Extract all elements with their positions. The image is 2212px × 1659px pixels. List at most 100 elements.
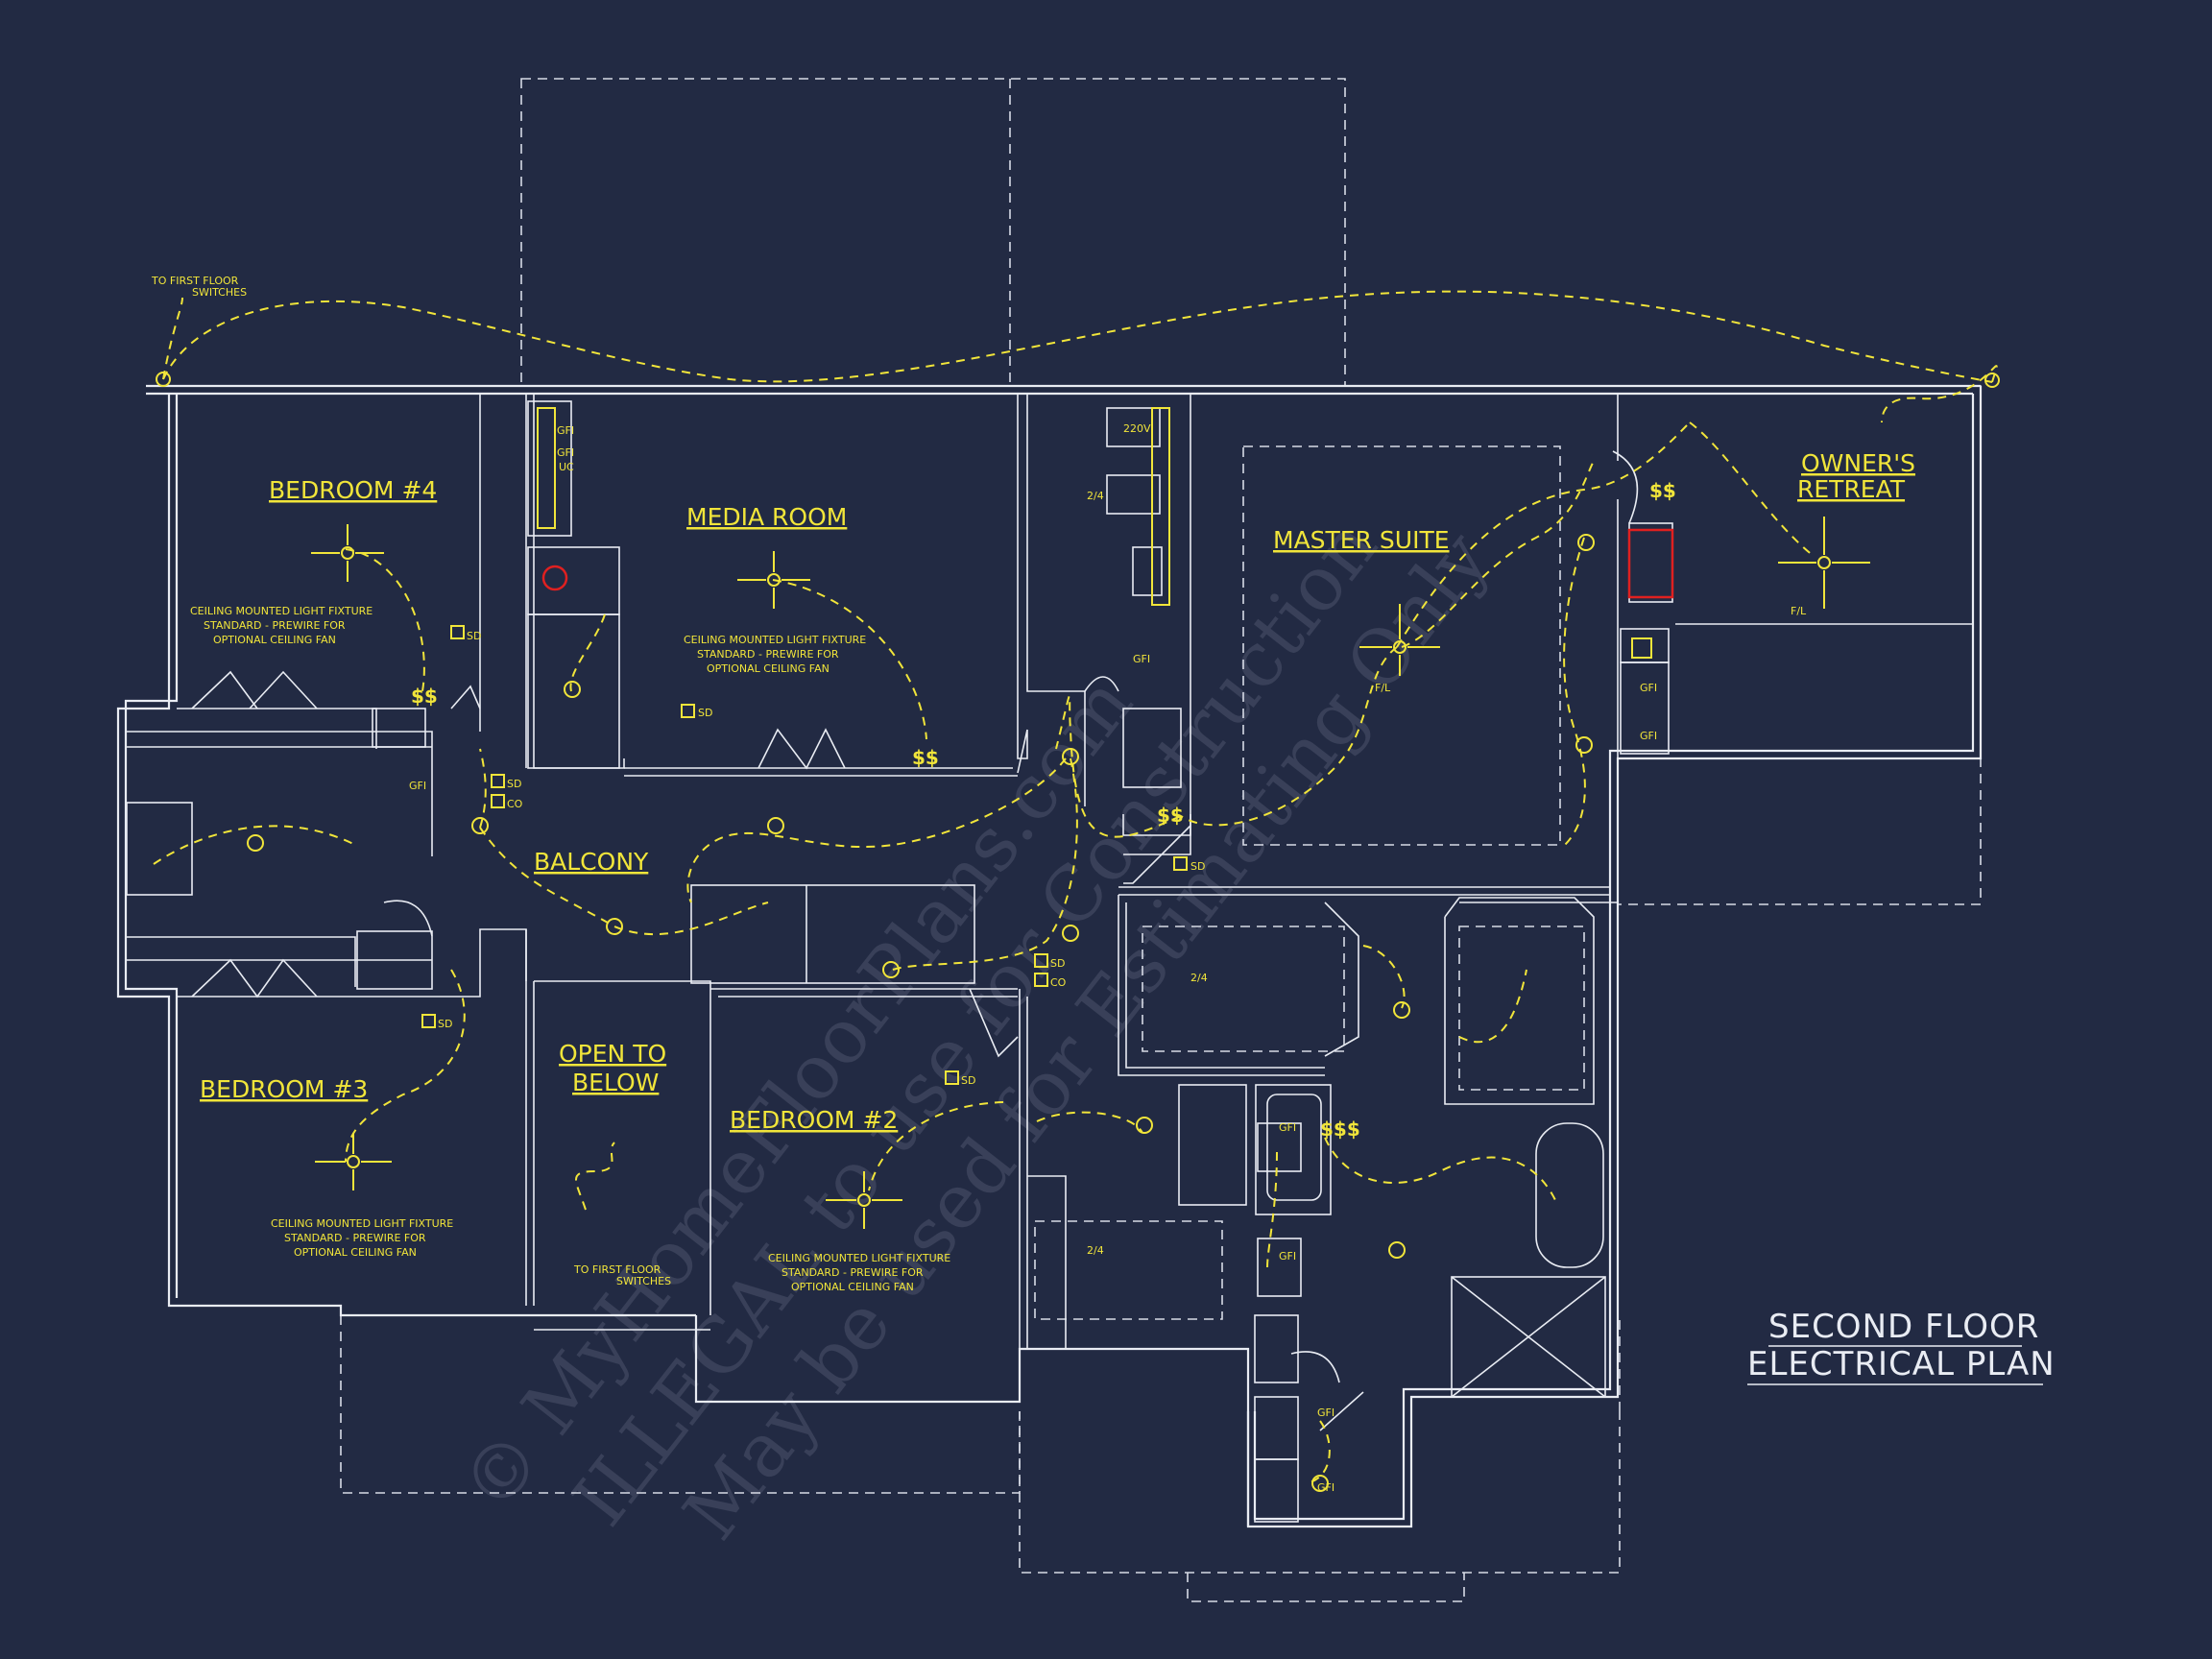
- walls: [116, 384, 1983, 1528]
- two-four-label: 2/4: [1087, 1244, 1104, 1257]
- doors: [191, 450, 1639, 1431]
- vent-icon: [1151, 407, 1170, 606]
- gfi-label: GFI: [557, 424, 574, 437]
- fixture-notes: CEILING MOUNTED LIGHT FIXTURE STANDARD -…: [190, 605, 950, 1293]
- fixture-note: OPTIONAL CEILING FAN: [791, 1281, 914, 1293]
- sd-label: SD: [438, 1018, 452, 1030]
- room-label-media-room: MEDIA ROOM: [686, 503, 847, 531]
- smoke-detector-icon: [491, 794, 505, 808]
- ceiling-fan-icon: [826, 1171, 902, 1229]
- light-icon: [882, 961, 900, 978]
- smoke-detector-icon: [1034, 953, 1048, 968]
- gfi-label: GFI: [1133, 653, 1150, 665]
- fixture-note: CEILING MOUNTED LIGHT FIXTURE: [768, 1252, 950, 1264]
- switch-note: TO FIRST FLOOR: [151, 275, 239, 287]
- sd-label: SD: [961, 1074, 975, 1087]
- range-hood: [541, 565, 568, 591]
- light-icon: [1388, 1241, 1406, 1259]
- room-label-owners-retreat: OWNER'S: [1801, 449, 1915, 477]
- fixture-note: CEILING MOUNTED LIGHT FIXTURE: [190, 605, 373, 617]
- sd-label: SD: [1050, 957, 1065, 970]
- ceiling-fan-icon: [737, 551, 810, 609]
- room-label-bedroom-3: BEDROOM #3: [200, 1075, 368, 1103]
- volt-label: 220V: [1123, 422, 1151, 435]
- gfi-label: GFI: [1279, 1250, 1296, 1262]
- co-label: CO: [1050, 976, 1067, 989]
- switch-label: $$: [1649, 479, 1676, 502]
- fixture-note: OPTIONAL CEILING FAN: [707, 662, 830, 675]
- room-label-bedroom-4: BEDROOM #4: [269, 476, 437, 504]
- smoke-detector-icon: [1173, 856, 1188, 871]
- fixture-note: STANDARD - PREWIRE FOR: [284, 1232, 426, 1244]
- electrical-symbols: [156, 372, 2000, 1492]
- uc-label: UC: [559, 461, 574, 473]
- title-line-2: ELECTRICAL PLAN: [1747, 1345, 2056, 1383]
- fixture-note: CEILING MOUNTED LIGHT FIXTURE: [684, 634, 866, 646]
- smoke-detector-icon: [681, 704, 695, 718]
- light-icon: [247, 834, 264, 852]
- gfi-label: GFI: [1279, 1121, 1296, 1134]
- vent-icon: [1631, 637, 1652, 659]
- co-label: CO: [507, 798, 523, 810]
- light-icon: [1575, 736, 1593, 754]
- two-four-label: 2/4: [1190, 972, 1208, 984]
- sd-label: SD: [467, 630, 481, 642]
- room-label-bedroom-2: BEDROOM #2: [730, 1106, 898, 1134]
- sd-label: SD: [507, 778, 521, 790]
- light-icon: [156, 372, 171, 387]
- smoke-detector-icon: [491, 774, 505, 788]
- light-icon: [471, 817, 489, 834]
- fl-label: F/L: [1375, 682, 1391, 694]
- gfi-label: GFI: [1317, 1481, 1334, 1494]
- switch-label: $$: [411, 685, 438, 708]
- sd-label: SD: [1190, 860, 1205, 873]
- ceiling-fans: [311, 517, 1870, 1229]
- smoke-detector-icon: [421, 1014, 436, 1028]
- ceiling-fan-icon: [311, 524, 384, 582]
- light-icon: [1984, 373, 2000, 388]
- title-line-1: SECOND FLOOR: [1768, 1308, 2039, 1346]
- fixture-note: STANDARD - PREWIRE FOR: [697, 648, 839, 661]
- gfi-label: GFI: [557, 446, 574, 459]
- light-icon: [1577, 534, 1595, 551]
- fixture-note: CEILING MOUNTED LIGHT FIXTURE: [271, 1217, 453, 1230]
- light-icon: [1393, 1001, 1410, 1019]
- gfi-label: GFI: [1640, 730, 1657, 742]
- light-icon: [1136, 1117, 1153, 1134]
- room-label-owners-retreat: RETREAT: [1797, 475, 1906, 503]
- room-label-open-to-below: BELOW: [572, 1069, 659, 1096]
- gfi-label: GFI: [1317, 1407, 1334, 1419]
- switch-label: $$: [912, 746, 939, 769]
- switch-note: SWITCHES: [192, 286, 247, 299]
- smoke-detector-icon: [450, 625, 465, 639]
- smoke-detector-icon: [945, 1070, 959, 1085]
- room-label-balcony: BALCONY: [534, 848, 649, 876]
- drawing-title: SECOND FLOOR ELECTRICAL PLAN: [1747, 1308, 2056, 1385]
- light-icon: [564, 681, 581, 698]
- switch-label: $$$: [1320, 1118, 1360, 1141]
- room-label-master-suite: MASTER SUITE: [1273, 526, 1450, 554]
- gfi-label: GFI: [409, 780, 426, 792]
- light-icon: [606, 918, 623, 935]
- smoke-detector-icon: [1034, 973, 1048, 987]
- switch-note: SWITCHES: [616, 1275, 671, 1287]
- ceiling-fan-icon: [1359, 604, 1440, 676]
- watermark-line-2: ILLEGAL to use for Construction: [557, 504, 1394, 1542]
- fixture-note: STANDARD - PREWIRE FOR: [781, 1266, 924, 1279]
- light-icon: [1311, 1475, 1329, 1492]
- light-icon: [1062, 925, 1079, 942]
- fixture-note: OPTIONAL CEILING FAN: [213, 634, 336, 646]
- symbol-labels: TO FIRST FLOOR SWITCHES SD SD SD CO SD S…: [151, 275, 1807, 1494]
- fireplace: [1627, 528, 1674, 599]
- watermark: © MyHomeFloorPlans.com ILLEGAL to use fo…: [445, 504, 1506, 1555]
- room-labels: BEDROOM #4 MEDIA ROOM MASTER SUITE OWNER…: [200, 449, 1915, 1134]
- switch-note: TO FIRST FLOOR: [573, 1263, 661, 1276]
- ceiling-fan-icon: [1778, 517, 1870, 609]
- vent-icon: [537, 407, 556, 529]
- switch-label: $$: [1157, 804, 1184, 827]
- sd-label: SD: [698, 707, 712, 719]
- light-icon: [1062, 748, 1079, 765]
- two-four-label: 2/4: [1087, 490, 1104, 502]
- gfi-label: GFI: [1640, 682, 1657, 694]
